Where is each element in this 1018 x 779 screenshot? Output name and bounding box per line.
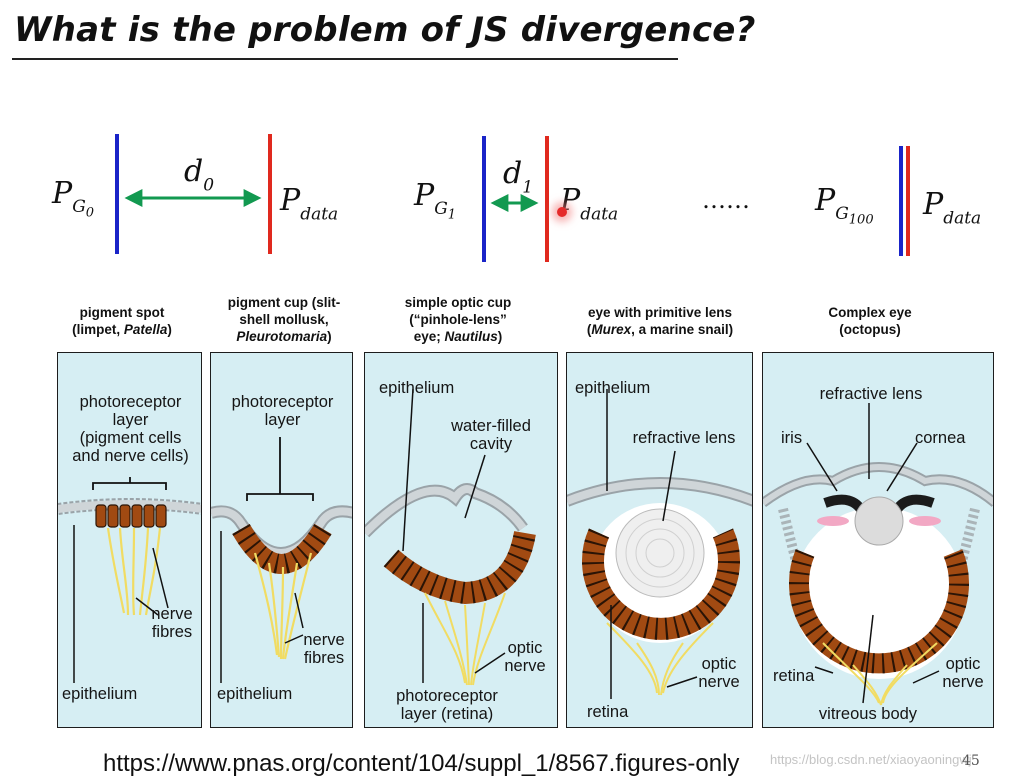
- panel-complex-eye: refractive lens iris cornea retina optic…: [762, 352, 994, 728]
- pdata0-bar: [268, 134, 272, 254]
- pg1-bar: [482, 136, 486, 262]
- p5-vitreous-label: vitreous body: [818, 705, 918, 723]
- pigment-spot-illustration: [58, 477, 201, 727]
- pg0-bar: [115, 134, 119, 254]
- pdata1-label: Pdata: [560, 183, 619, 225]
- pdata100-bar: [906, 146, 910, 256]
- slide-title: What is the problem of JS divergence?: [14, 10, 756, 50]
- pg100-label: PG100: [815, 183, 874, 228]
- source-url[interactable]: https://www.pnas.org/content/104/suppl_1…: [103, 750, 740, 777]
- d0-label: d0: [184, 154, 215, 196]
- ellipsis: ……: [702, 186, 750, 214]
- title-underline: [12, 58, 678, 60]
- stage-title-5: Complex eye(octopus): [828, 305, 912, 337]
- stage-title-4: eye with primitive lens(Murex, a marine …: [586, 305, 734, 337]
- pdata1-bar: [545, 136, 549, 262]
- page-number: 45: [962, 753, 980, 769]
- pdata100-label: Pdata: [923, 187, 982, 229]
- optic-cup-illustration: [365, 388, 536, 686]
- p5-cornea-label: cornea: [915, 429, 966, 447]
- d1-label: d1: [503, 156, 534, 198]
- p5-retina-label: retina: [773, 667, 815, 685]
- p5-lens-label: refractive lens: [819, 385, 923, 403]
- p1-epithelium-label: epithelium: [62, 685, 138, 703]
- laser-pointer-dot: [557, 207, 567, 217]
- stage-title-3: simple optic cup(“pinhole-lens”eye; Naut…: [404, 295, 512, 344]
- complex-eye-illustration: [763, 403, 993, 706]
- pg1-label: PG1: [414, 178, 457, 223]
- primitive-lens-illustration: [567, 389, 752, 699]
- p4-epithelium-label: epithelium: [575, 379, 651, 397]
- pdata0-label: Pdata: [280, 183, 339, 225]
- stage-title-2: pigment cup (slit-shell mollusk,Pleuroto…: [227, 295, 341, 344]
- pigment-cup-illustration: [211, 437, 352, 683]
- p4-lens-label: refractive lens: [632, 429, 736, 447]
- p2-epithelium-label: epithelium: [217, 685, 293, 703]
- p4-retina-label: retina: [587, 703, 629, 721]
- p3-epithelium-label: epithelium: [379, 379, 455, 397]
- stage-title-1: pigment spot(limpet, Patella): [72, 305, 172, 337]
- p5-iris-label: iris: [781, 429, 803, 447]
- pg100-bar: [899, 146, 903, 256]
- watermark: https://blog.csdn.net/xiaoyaoningwj: [770, 752, 972, 767]
- pg0-label: PG0: [52, 176, 95, 221]
